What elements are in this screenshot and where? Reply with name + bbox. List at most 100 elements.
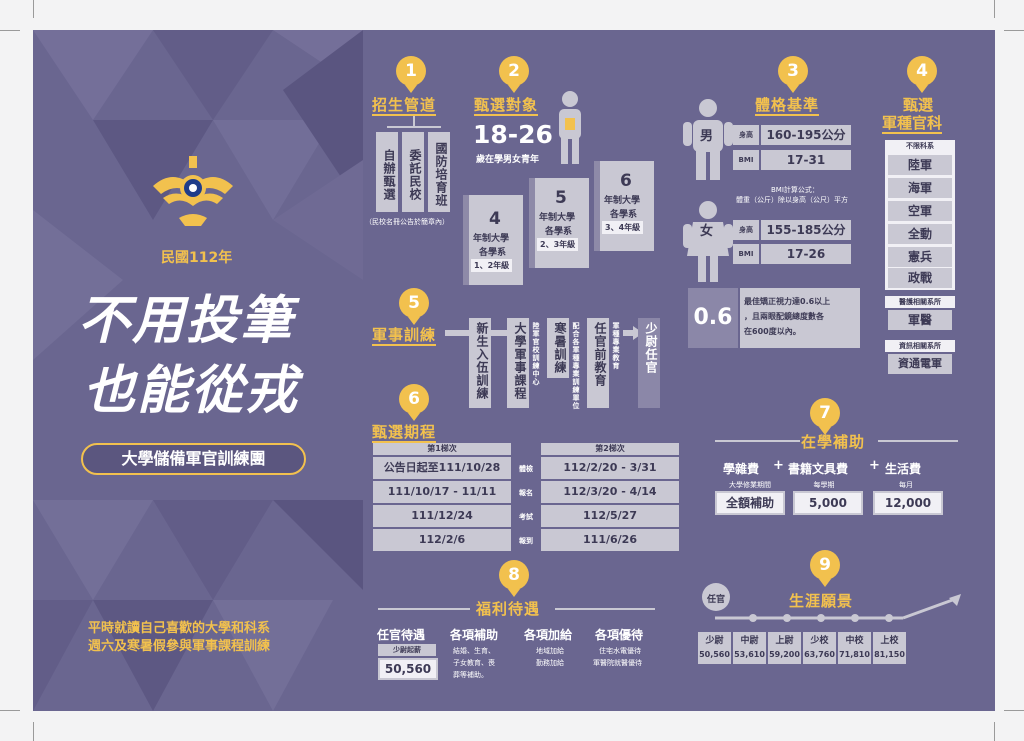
subsidy-tuition-period: 大學修業期間	[729, 481, 771, 489]
male-label: 男	[700, 129, 714, 144]
vision-value: 0.6	[688, 288, 738, 348]
subsidy-books-value: 5,000	[793, 491, 863, 515]
benefit-salary: 任官待遇	[377, 628, 426, 642]
subsidy-books-name: 書籍文具費	[788, 462, 849, 476]
book-years: 6	[620, 171, 632, 191]
rank-name: 少校	[810, 636, 829, 646]
starting-salary-label: 少尉起薪	[378, 644, 436, 656]
footer-line-2: 週六及寒暑假參與軍事課程訓練	[88, 639, 271, 654]
rank-pay: 71,810	[839, 650, 870, 659]
bonus-list-2: 勤務加給	[536, 659, 564, 667]
schedule-batch-1-report: 112/2/6	[373, 529, 511, 551]
title-rule	[378, 608, 470, 610]
subsidy-books-period: 每學期	[813, 481, 835, 489]
schedule-label: 報名	[519, 489, 533, 497]
program-pill: 大學儲備軍官訓練團	[81, 443, 306, 475]
brochure-sheet: 民國112年 不用投筆 也能從戎 大學儲備軍官訓練團 平時就讀自己喜歡的大學和科…	[33, 30, 995, 711]
section-7-badge: 7	[810, 398, 840, 435]
book-type: 年制大學	[473, 234, 510, 244]
career-path-line	[715, 594, 961, 622]
section-3-title: 體格基準	[755, 96, 820, 116]
section-8-title: 福利待遇	[476, 600, 541, 618]
step-commission: 少尉任官	[638, 318, 660, 408]
subsidy-list-2: 子女教育、喪	[453, 659, 495, 667]
rank-name: 少尉	[705, 636, 724, 646]
schedule-header-batch-1: 第1梯次	[373, 443, 511, 455]
female-height-value: 155-185公分	[761, 220, 851, 240]
rank-major: 少校 63,760	[803, 632, 836, 664]
benefit-subsidy: 各項補助	[450, 628, 499, 642]
crop-mark	[33, 0, 34, 18]
schedule-batch-1-test: 111/12/24	[373, 505, 511, 527]
book-grade: 3、4年級	[602, 221, 644, 234]
tree-line	[413, 116, 415, 126]
vision-text-line: 在600度以內。	[744, 327, 801, 336]
section-8-badge: 8	[499, 560, 529, 597]
rank-pay: 63,760	[804, 650, 835, 659]
male-height-value: 160-195公分	[761, 125, 851, 145]
channel-note: （民校名冊公告於簡章內）	[365, 218, 449, 226]
channel-civil-school: 委託民校	[402, 132, 424, 212]
rank-name: 中尉	[740, 636, 759, 646]
triangle-pattern	[33, 30, 363, 711]
bmi-label-male: BMI	[733, 150, 759, 170]
step-sub-3: 軍種專業教育	[612, 322, 620, 370]
book-dept: 各學系	[545, 227, 573, 237]
book-6yr: 6 年制大學 各學系 3、4年級	[594, 161, 654, 251]
branch-medical: 軍醫	[888, 310, 952, 330]
rank-lt-colonel: 中校 71,810	[838, 632, 871, 664]
rank-pay: 50,560	[699, 650, 730, 659]
section-4-title-1: 甄選	[903, 96, 934, 114]
perk-list-2: 軍醫院就醫優待	[593, 659, 642, 667]
step-recruit-training: 新生入伍訓練	[469, 318, 491, 408]
book-years: 4	[489, 209, 501, 229]
channel-defense-class: 國防培育班	[428, 132, 450, 212]
headline-line-1: 不用投筆	[78, 291, 295, 351]
rank-2nd-lt: 少尉 50,560	[698, 632, 731, 664]
subsidy-list-1: 結婚、生育、	[453, 647, 495, 655]
female-figure-icon	[683, 201, 733, 282]
subsidy-living-name: 生活費	[885, 462, 922, 476]
title-rule	[878, 440, 958, 442]
medical-header: 醫護相關系所	[885, 296, 955, 308]
rank-name: 中校	[845, 636, 864, 646]
book-type: 年制大學	[539, 213, 576, 223]
age-range: 18-26	[473, 120, 553, 149]
male-bmi-value: 17-31	[761, 150, 851, 170]
step-holiday-training: 寒暑訓練	[547, 318, 569, 378]
schedule-batch-1-register: 111/10/17 - 11/11	[373, 481, 511, 503]
section-3-badge: 3	[778, 56, 808, 93]
section-9-title: 生涯願景	[789, 592, 854, 610]
schedule-batch-2-register: 112/3/20 - 4/14	[541, 481, 679, 503]
benefit-bonus: 各項加給	[524, 628, 573, 642]
crop-mark	[33, 722, 34, 741]
branch-cyber: 資通電軍	[888, 354, 952, 374]
schedule-batch-2-exam: 112/2/20 - 3/31	[541, 457, 679, 479]
channel-self: 自辦甄選	[376, 132, 398, 212]
subsidy-tuition-name: 學雜費	[723, 462, 760, 476]
section-4-title-2: 軍種官科	[882, 114, 943, 134]
bmi-formula-2: 體重（公斤）除以身高（公尺）平方	[736, 196, 848, 204]
branch-header: 不限科系	[906, 142, 934, 150]
schedule-header-batch-2: 第2梯次	[541, 443, 679, 455]
section-7-title: 在學補助	[801, 433, 866, 451]
age-description: 歲在學男女青年	[476, 155, 540, 165]
title-rule	[715, 440, 800, 442]
rank-name: 上尉	[775, 636, 794, 646]
person-icon	[559, 91, 581, 164]
crop-mark	[0, 710, 20, 711]
rank-1st-lt: 中尉 53,610	[733, 632, 766, 664]
subsidy-tuition-value: 全額補助	[715, 491, 785, 515]
start-label: 任官	[706, 595, 725, 605]
section-5-title: 軍事訓練	[372, 326, 437, 346]
schedule-batch-2-test: 112/5/27	[541, 505, 679, 527]
it-header: 資訊相關系所	[885, 340, 955, 352]
title-rule	[555, 608, 655, 610]
flow-connector	[445, 330, 469, 336]
tree-line	[387, 126, 441, 128]
step-university-course: 大學軍事課程	[507, 318, 529, 408]
book-grade: 1、2年級	[471, 259, 513, 272]
vision-text-line: 最佳矯正視力達0.6以上	[744, 297, 831, 306]
start-commission-badge: 任官	[702, 583, 730, 611]
rank-captain: 上尉 59,200	[768, 632, 801, 664]
